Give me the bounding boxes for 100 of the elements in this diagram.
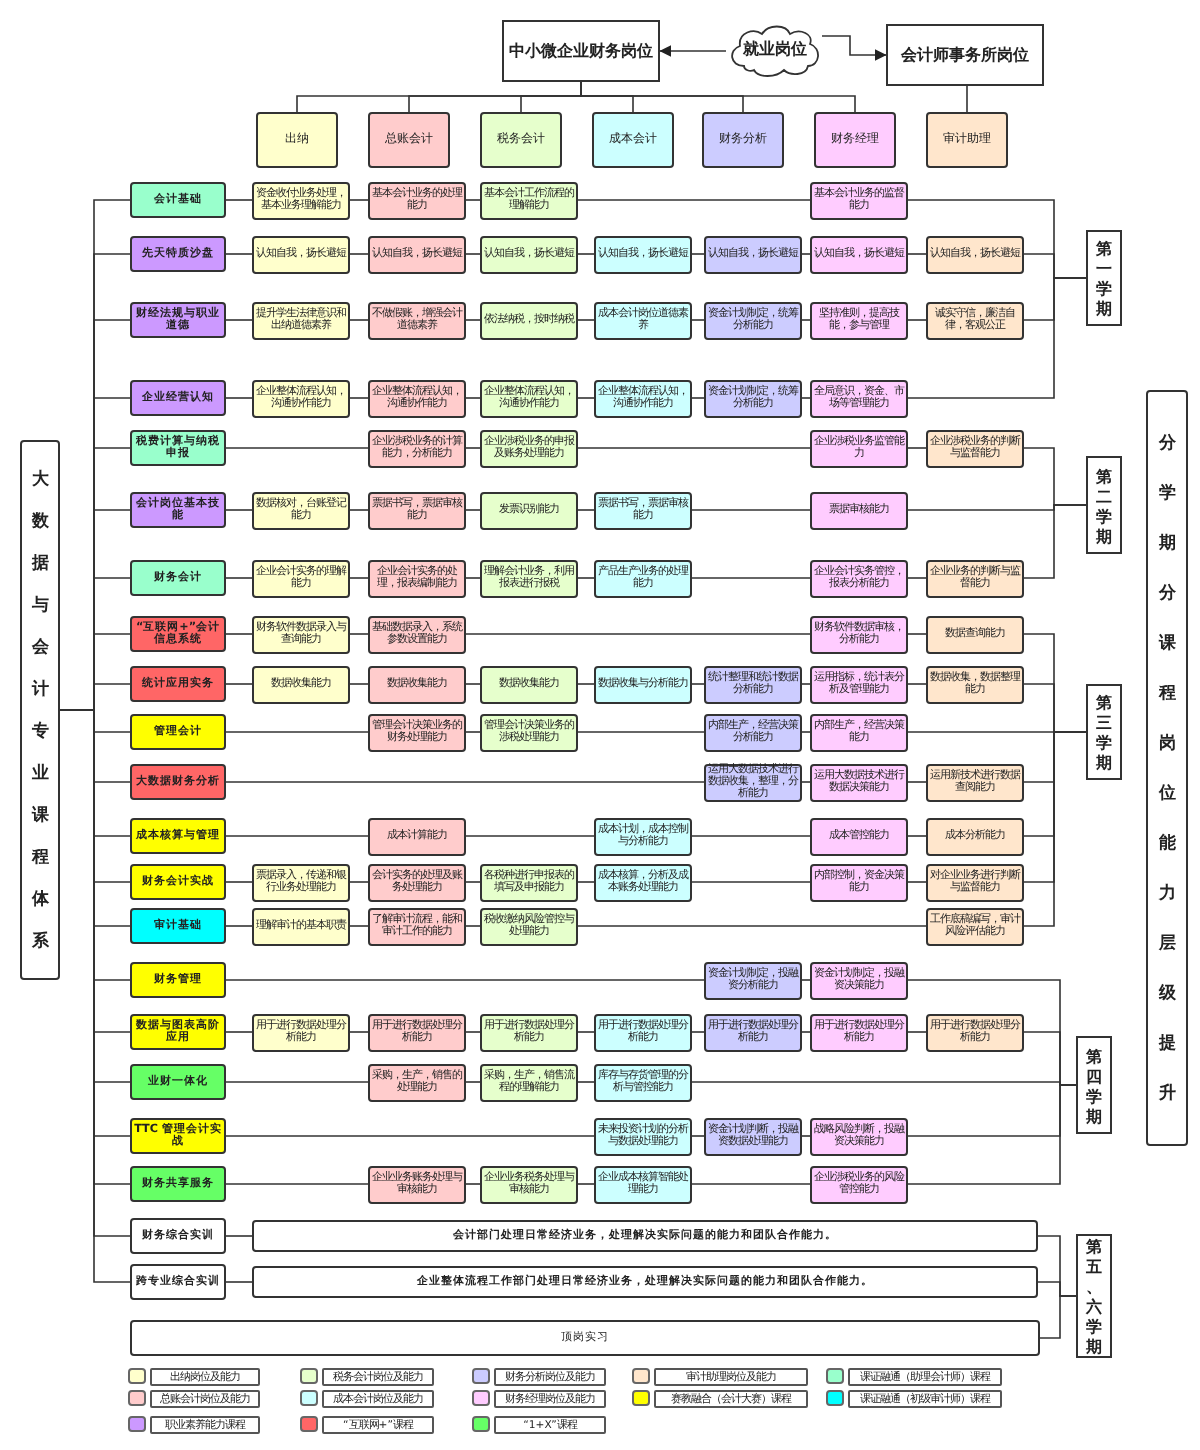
connector-line <box>225 925 253 927</box>
connector-line <box>349 683 369 685</box>
connector-line <box>1023 504 1087 579</box>
connector-line <box>225 397 253 399</box>
connector-line <box>349 199 369 201</box>
connector-line <box>801 319 811 321</box>
connector-line <box>691 835 811 837</box>
connector-line <box>801 1031 811 1033</box>
connector-line <box>907 781 927 783</box>
connector-line <box>225 1135 595 1137</box>
connector-line <box>691 253 705 255</box>
connector-line <box>225 199 253 201</box>
connector-line <box>225 1081 369 1083</box>
connector-line <box>465 1183 481 1185</box>
connector-line <box>577 319 595 321</box>
connector-line <box>577 1081 595 1083</box>
connector-line <box>691 881 811 883</box>
connector-line <box>1023 731 1087 927</box>
semester-box: 第四学期 <box>1076 1036 1112 1134</box>
arrow <box>821 35 887 61</box>
semester-box: 第一学期 <box>1086 230 1122 326</box>
connector-line <box>801 683 811 685</box>
connector-line <box>465 319 481 321</box>
connector-line <box>465 683 481 685</box>
connector-line <box>580 81 856 113</box>
arrow <box>659 45 727 57</box>
connector-line <box>577 253 595 255</box>
connector-line <box>907 319 927 321</box>
connector-line <box>225 1031 253 1033</box>
connector-line <box>225 781 705 783</box>
connector-line <box>801 979 811 981</box>
connector-line <box>225 881 253 883</box>
connector-line <box>577 577 595 579</box>
connector-line <box>577 731 705 733</box>
connector-line <box>801 1135 811 1137</box>
connector-line <box>225 979 705 981</box>
cloud <box>726 22 824 78</box>
connector-line <box>465 925 481 927</box>
connector-line <box>225 835 369 837</box>
connector-line <box>691 319 705 321</box>
connector-line <box>801 253 811 255</box>
connector-line <box>349 577 369 579</box>
connector-line <box>225 319 253 321</box>
connector-line <box>465 835 595 837</box>
connector-line <box>225 683 253 685</box>
connector-line <box>907 277 1087 399</box>
connector-line <box>349 319 369 321</box>
connector-line <box>577 881 595 883</box>
connector-line <box>225 509 253 511</box>
connector-line <box>225 447 369 449</box>
connector-line <box>966 85 968 113</box>
connector-line <box>577 925 927 927</box>
semester-box: 第五、六学期 <box>1076 1234 1112 1358</box>
connector-line <box>801 781 811 783</box>
connector-line <box>691 577 811 579</box>
connector-line <box>577 1183 595 1185</box>
vertical-title-box: 分学期分课程岗位能力层级提升 <box>1146 390 1188 1146</box>
connector-line <box>577 199 811 201</box>
connector-line <box>465 1081 481 1083</box>
connector-line <box>907 1084 1077 1185</box>
connector-line <box>225 731 369 733</box>
connector-line <box>225 253 253 255</box>
semester-box: 第三学期 <box>1086 684 1122 780</box>
connector-line <box>465 253 481 255</box>
connector-line <box>801 731 811 733</box>
connector-line <box>907 253 927 255</box>
vertical-title-box: 大数据与会计专业课程体系 <box>20 440 60 980</box>
connector-line <box>349 397 369 399</box>
connector-line <box>225 577 253 579</box>
connector-line <box>349 925 369 927</box>
connector-line <box>907 881 927 883</box>
connector-line <box>225 1281 253 1283</box>
connector-line <box>465 509 481 511</box>
connector-line <box>801 397 811 399</box>
job-box: 会计师事务所岗位 <box>886 24 1044 86</box>
connector-line <box>907 1031 927 1033</box>
connector-line <box>465 731 481 733</box>
connector-line <box>349 1031 369 1033</box>
connector-line <box>691 683 705 685</box>
connector-line <box>577 683 595 685</box>
connector-line <box>907 835 927 837</box>
connector-line <box>691 1031 705 1033</box>
connector-line <box>349 881 369 883</box>
connector-line <box>907 633 927 635</box>
connector-line <box>465 577 481 579</box>
connector-line <box>577 1031 595 1033</box>
job-box: 中小微企业财务岗位 <box>502 20 660 82</box>
connector-line <box>577 509 595 511</box>
connector-line <box>465 397 481 399</box>
connector-line <box>225 1183 369 1185</box>
connector-line <box>465 199 481 201</box>
connector-line <box>465 633 811 635</box>
connector-line <box>907 683 927 685</box>
connector-line <box>577 397 595 399</box>
connector-line <box>577 447 811 449</box>
connector-line <box>907 577 927 579</box>
connector-line <box>349 633 369 635</box>
connector-line <box>465 1031 481 1033</box>
connector-line <box>465 447 481 449</box>
cloud-label: 就业岗位 <box>743 40 807 60</box>
